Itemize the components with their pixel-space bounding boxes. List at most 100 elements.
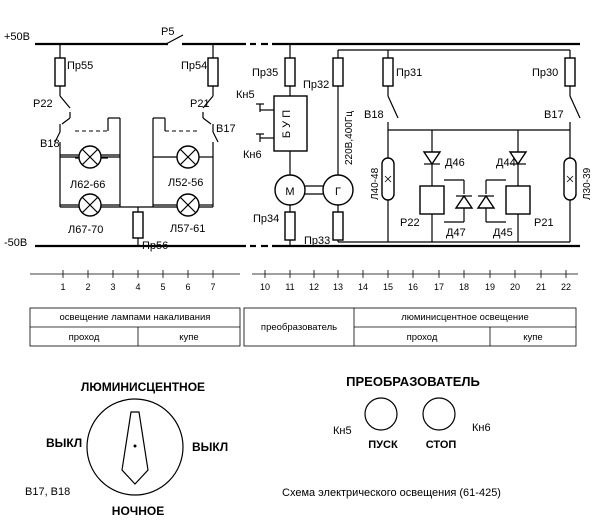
fuse-pr34 — [284, 211, 296, 241]
bup-label: Б У П — [281, 110, 293, 138]
lamp-l67-70 — [78, 193, 102, 217]
ruler-tick-label: 3 — [110, 282, 115, 292]
ruler-tick-label: 5 — [160, 282, 165, 292]
fuse-pr31 — [382, 57, 394, 87]
relay-r22b-label: Р22 — [400, 217, 420, 229]
lamp-l62-66 — [78, 145, 102, 169]
fuse-pr33 — [332, 211, 344, 241]
lamp-l57-61 — [176, 193, 200, 217]
minus-bus-label: -50В — [4, 237, 27, 249]
lamp-l62-66-label: Л62-66 — [70, 179, 105, 191]
table-left-col2: купе — [179, 332, 198, 343]
dial-top-label: ЛЮМИНИСЦЕНТНОЕ — [81, 380, 205, 394]
ruler-tick-label: 2 — [85, 282, 90, 292]
relay-r21-coil — [505, 185, 531, 215]
fuse-pr56-label: Пр56 — [142, 240, 168, 252]
table-fluorescent — [243, 307, 577, 347]
table-left-header: освещение лампами накаливания — [60, 312, 211, 323]
ruler-tick-label: 4 — [135, 282, 140, 292]
mode-dial[interactable] — [86, 398, 184, 496]
schematic-caption: Схема электрического освещения (61-425) — [282, 487, 501, 499]
table-right-col2: купе — [523, 332, 542, 343]
stop-button[interactable] — [422, 397, 456, 431]
breaker-b17a-label: В17 — [216, 123, 236, 135]
dial-left-label: ВЫКЛ — [46, 436, 82, 450]
ruler-tick-label: 1 — [60, 282, 65, 292]
ruler-tick-label: 16 — [408, 282, 418, 292]
lamp-l57-61-label: Л57-61 — [170, 223, 205, 235]
lamp-l52-56 — [176, 145, 200, 169]
breaker-b18a-label: В18 — [40, 138, 60, 150]
diode-d46-label: Д46 — [445, 157, 465, 169]
main-switch-label: Р5 — [161, 26, 174, 38]
dial-bottom-label: НОЧНОЕ — [112, 504, 164, 518]
diode-d47-label: Д47 — [446, 227, 466, 239]
fuse-pr35-label: Пр35 — [252, 67, 278, 79]
table-right-header-right: люминисцентное освещение — [401, 312, 528, 323]
fuse-pr56 — [132, 211, 144, 239]
fuse-pr31-label: Пр31 — [396, 67, 422, 79]
fluor-right-label: Л30-39 — [582, 167, 593, 200]
fuse-pr56-assembly — [120, 206, 153, 246]
table-incandescent — [29, 307, 241, 347]
ruler-tick-label: 13 — [333, 282, 343, 292]
ruler-tick-label: 10 — [260, 282, 270, 292]
relay-r21b-label: Р21 — [534, 217, 554, 229]
fluorescent-circuit — [338, 49, 581, 243]
fuse-pr34-label: Пр34 — [253, 213, 279, 225]
lamp-l52-56-label: Л52-56 — [168, 177, 203, 189]
fuse-pr32-label: Пр32 — [303, 79, 329, 91]
stop-button-label: СТОП — [426, 439, 457, 451]
fuse-pr55-label: Пр55 — [67, 60, 93, 72]
fuse-pr35 — [284, 57, 296, 87]
lamp-l67-70-label: Л67-70 — [68, 224, 103, 236]
fuse-pr30-label: Пр30 — [532, 67, 558, 79]
breaker-b17b-label: В17 — [544, 109, 564, 121]
dial-pointer-icon — [121, 411, 149, 485]
ruler-tick-label: 22 — [561, 282, 571, 292]
kn5-label: Кн5 — [236, 89, 255, 101]
ruler-tick-label: 19 — [485, 282, 495, 292]
table-right-col1: проход — [407, 332, 438, 343]
fuse-pr33-label: Пр33 — [304, 235, 330, 247]
breaker-b18b-label: В18 — [364, 109, 384, 121]
relay-r21a-label: Р21 — [190, 98, 210, 110]
start-button[interactable] — [364, 397, 398, 431]
motor-label: М — [285, 186, 294, 198]
start-button-label: ПУСК — [368, 439, 398, 451]
relay-r22-coil — [419, 185, 445, 215]
plus-bus-label: +50В — [4, 31, 30, 43]
voltage-label: 220В,400Гц — [344, 111, 355, 165]
table-right-header-left: преобразователь — [261, 322, 337, 333]
diode-d45-label: Д45 — [493, 227, 513, 239]
fuse-pr32 — [332, 57, 344, 87]
diode-d44-label: Д44 — [496, 157, 516, 169]
kn6-label: Кн6 — [243, 149, 262, 161]
fuse-pr54-label: Пр54 — [181, 60, 207, 72]
fuse-pr55 — [54, 57, 66, 87]
ruler-tick-label: 11 — [285, 282, 294, 292]
panel-title: ПРЕОБРАЗОВАТЕЛЬ — [346, 374, 480, 389]
ruler-tick-label: 17 — [434, 282, 444, 292]
main-switch-p5 — [165, 34, 184, 45]
ruler-tick-label: 21 — [536, 282, 546, 292]
ruler-tick-label: 14 — [358, 282, 368, 292]
dial-caption: В17, В18 — [25, 486, 70, 498]
bup-unit — [273, 95, 308, 152]
fuse-pr54 — [207, 57, 219, 87]
ruler-tick-label: 12 — [309, 282, 319, 292]
fuse-pr30 — [564, 57, 576, 87]
panel-kn5-label: Кн5 — [333, 425, 352, 437]
ruler-tick-label: 20 — [510, 282, 520, 292]
fluor-left-label: Л40-48 — [370, 167, 381, 200]
ruler-tick-label: 7 — [210, 282, 215, 292]
ruler-tick-label: 18 — [459, 282, 469, 292]
ruler-tick-label: 6 — [185, 282, 190, 292]
converter-circuit — [256, 44, 354, 246]
generator-label: Г — [335, 186, 341, 198]
table-left-col1: проход — [69, 332, 100, 343]
panel-kn6-label: Кн6 — [472, 422, 491, 434]
dial-right-label: ВЫКЛ — [192, 440, 228, 454]
